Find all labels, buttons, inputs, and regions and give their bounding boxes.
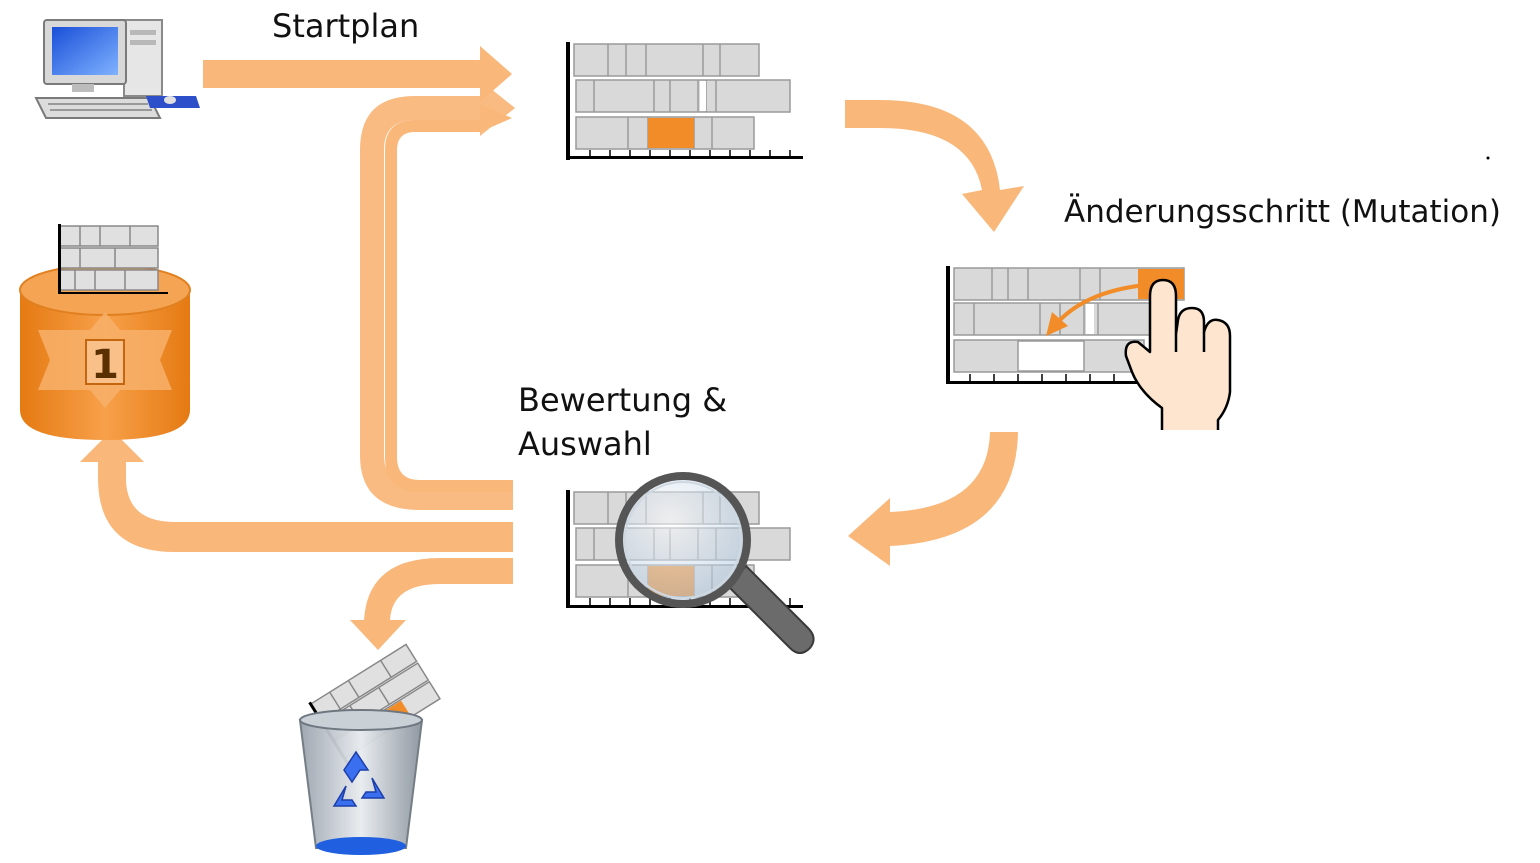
arrow-to-database [80, 430, 513, 552]
arrow-to-trash [350, 558, 513, 650]
badge-rank-text: 1 [91, 342, 119, 388]
arrow-startplan [203, 46, 512, 102]
move-arrow [1056, 282, 1159, 324]
arrow-loop-back [385, 104, 513, 492]
label-evaluation-line1: Bewertung & [518, 381, 728, 419]
computer-icon [34, 19, 200, 119]
stray-dot [1486, 156, 1490, 160]
arrow-to-evaluation [848, 432, 1018, 566]
label-evaluation-line2: Auswahl [518, 425, 652, 463]
database-icon: 1 [19, 224, 191, 440]
hand-icon [1124, 278, 1232, 430]
trash-icon [298, 643, 441, 855]
plan-chart-start [566, 42, 803, 160]
label-mutation: Änderungsschritt (Mutation) [1064, 194, 1501, 230]
label-startplan: Startplan [272, 7, 420, 45]
highlighted-task [648, 118, 694, 148]
recycle-icon [332, 750, 386, 807]
magnifier-icon [615, 472, 815, 654]
database-plan-icon [58, 224, 168, 294]
arrow-to-mutation [845, 100, 1024, 232]
flow-arrows [80, 46, 1024, 650]
mutated-gap [1017, 340, 1085, 372]
